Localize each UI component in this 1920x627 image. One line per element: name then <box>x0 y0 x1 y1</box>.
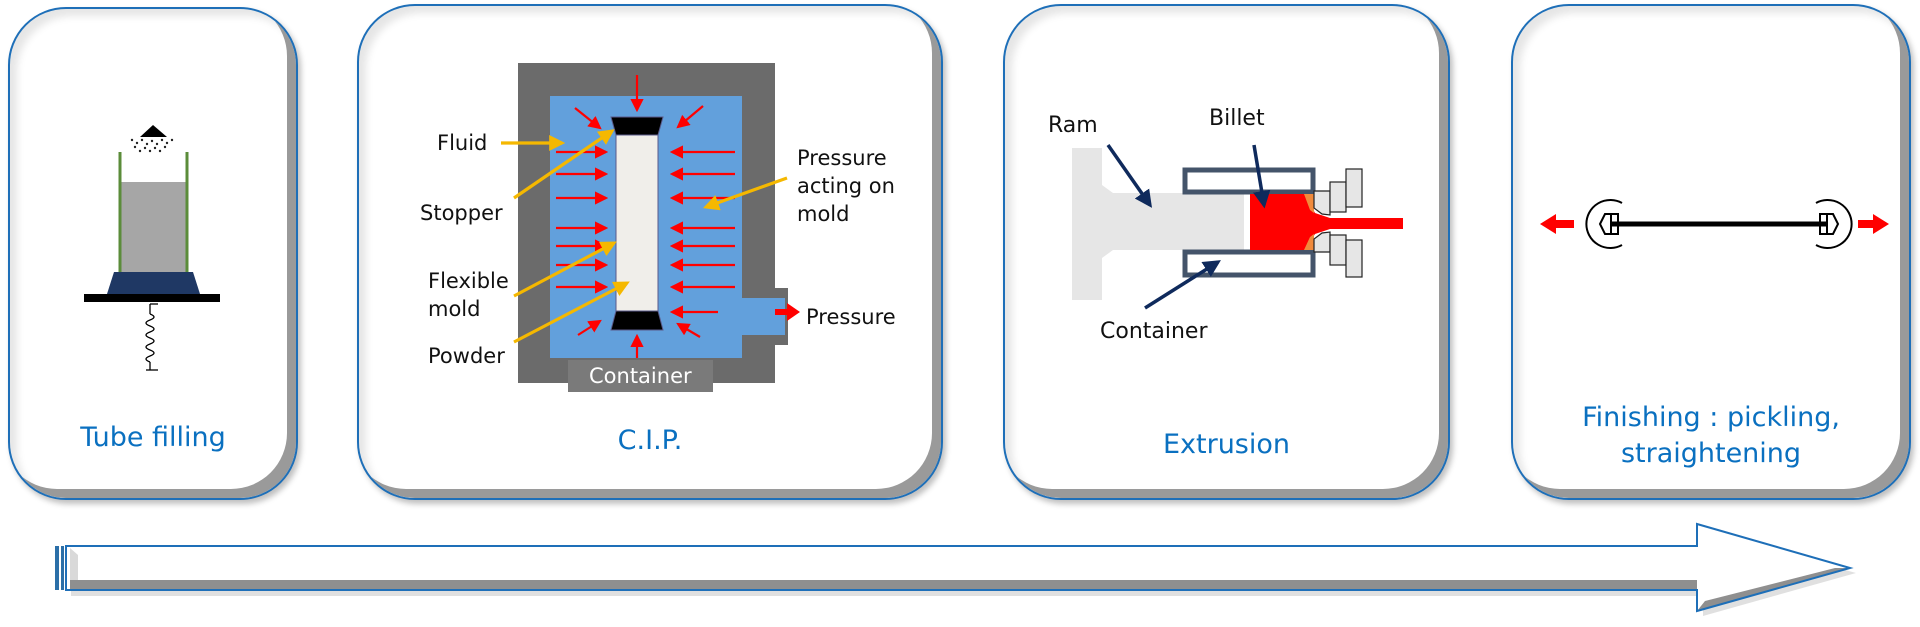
stopper-top <box>610 116 664 136</box>
label-flexible-mold-1: Flexible <box>428 269 509 293</box>
arrow-body <box>66 524 1850 611</box>
label-pressure-acting-1: Pressure <box>797 146 887 170</box>
step-title-line2: straightening <box>1620 438 1802 469</box>
spring-icon <box>145 303 158 371</box>
step-title: Extrusion <box>1162 429 1291 460</box>
pull-arrow-left-icon <box>1540 214 1574 234</box>
arrow-bevel-bottom <box>70 580 1697 590</box>
arrow-outline <box>65 522 1854 613</box>
label-extrusion-container: Container <box>1100 319 1208 344</box>
tube-powder-fill <box>119 182 187 272</box>
die-stack <box>1313 168 1363 278</box>
pull-arrow-right-icon <box>1858 214 1889 234</box>
container-wall-top <box>1182 167 1316 195</box>
label-fluid: Fluid <box>437 131 488 155</box>
label-powder: Powder <box>428 344 505 368</box>
step-card-finishing: Finishing : pickling, straightening <box>1511 4 1911 500</box>
cip-container-box <box>568 360 713 392</box>
label-flexible-mold-2: mold <box>428 297 481 321</box>
ram <box>1072 148 1244 300</box>
label-pointers <box>501 129 788 344</box>
label-stopper: Stopper <box>420 201 503 225</box>
label-pressure: Pressure <box>806 305 896 329</box>
arrow-tail-stripe-1 <box>55 546 59 590</box>
vibration-plate <box>84 294 220 302</box>
label-container: Container <box>589 364 692 388</box>
cip-port-fluid <box>740 298 785 335</box>
pressure-arrows <box>556 75 735 358</box>
label-pressure-acting-3: mold <box>797 202 850 226</box>
arrow-tail-stripe-2 <box>61 546 64 590</box>
label-pressure-acting-2: acting on <box>797 174 895 198</box>
arrow-bevel-left <box>70 548 78 580</box>
label-billet: Billet <box>1209 106 1265 131</box>
billet <box>1250 194 1403 250</box>
label-ram: Ram <box>1048 113 1098 138</box>
step-title: C.I.P. <box>617 425 683 456</box>
stopper-bottom <box>610 310 664 331</box>
powder-pile-icon <box>130 125 174 153</box>
step-title: Tube filling <box>80 422 226 453</box>
die-lube-bottom <box>1304 234 1314 250</box>
tube-base <box>107 272 200 294</box>
extrusion-pointers <box>1106 143 1271 310</box>
die-lube-top <box>1304 194 1314 213</box>
step-title-line1: Finishing : pickling, <box>1582 402 1840 433</box>
pressure-input-arrow <box>775 303 800 321</box>
